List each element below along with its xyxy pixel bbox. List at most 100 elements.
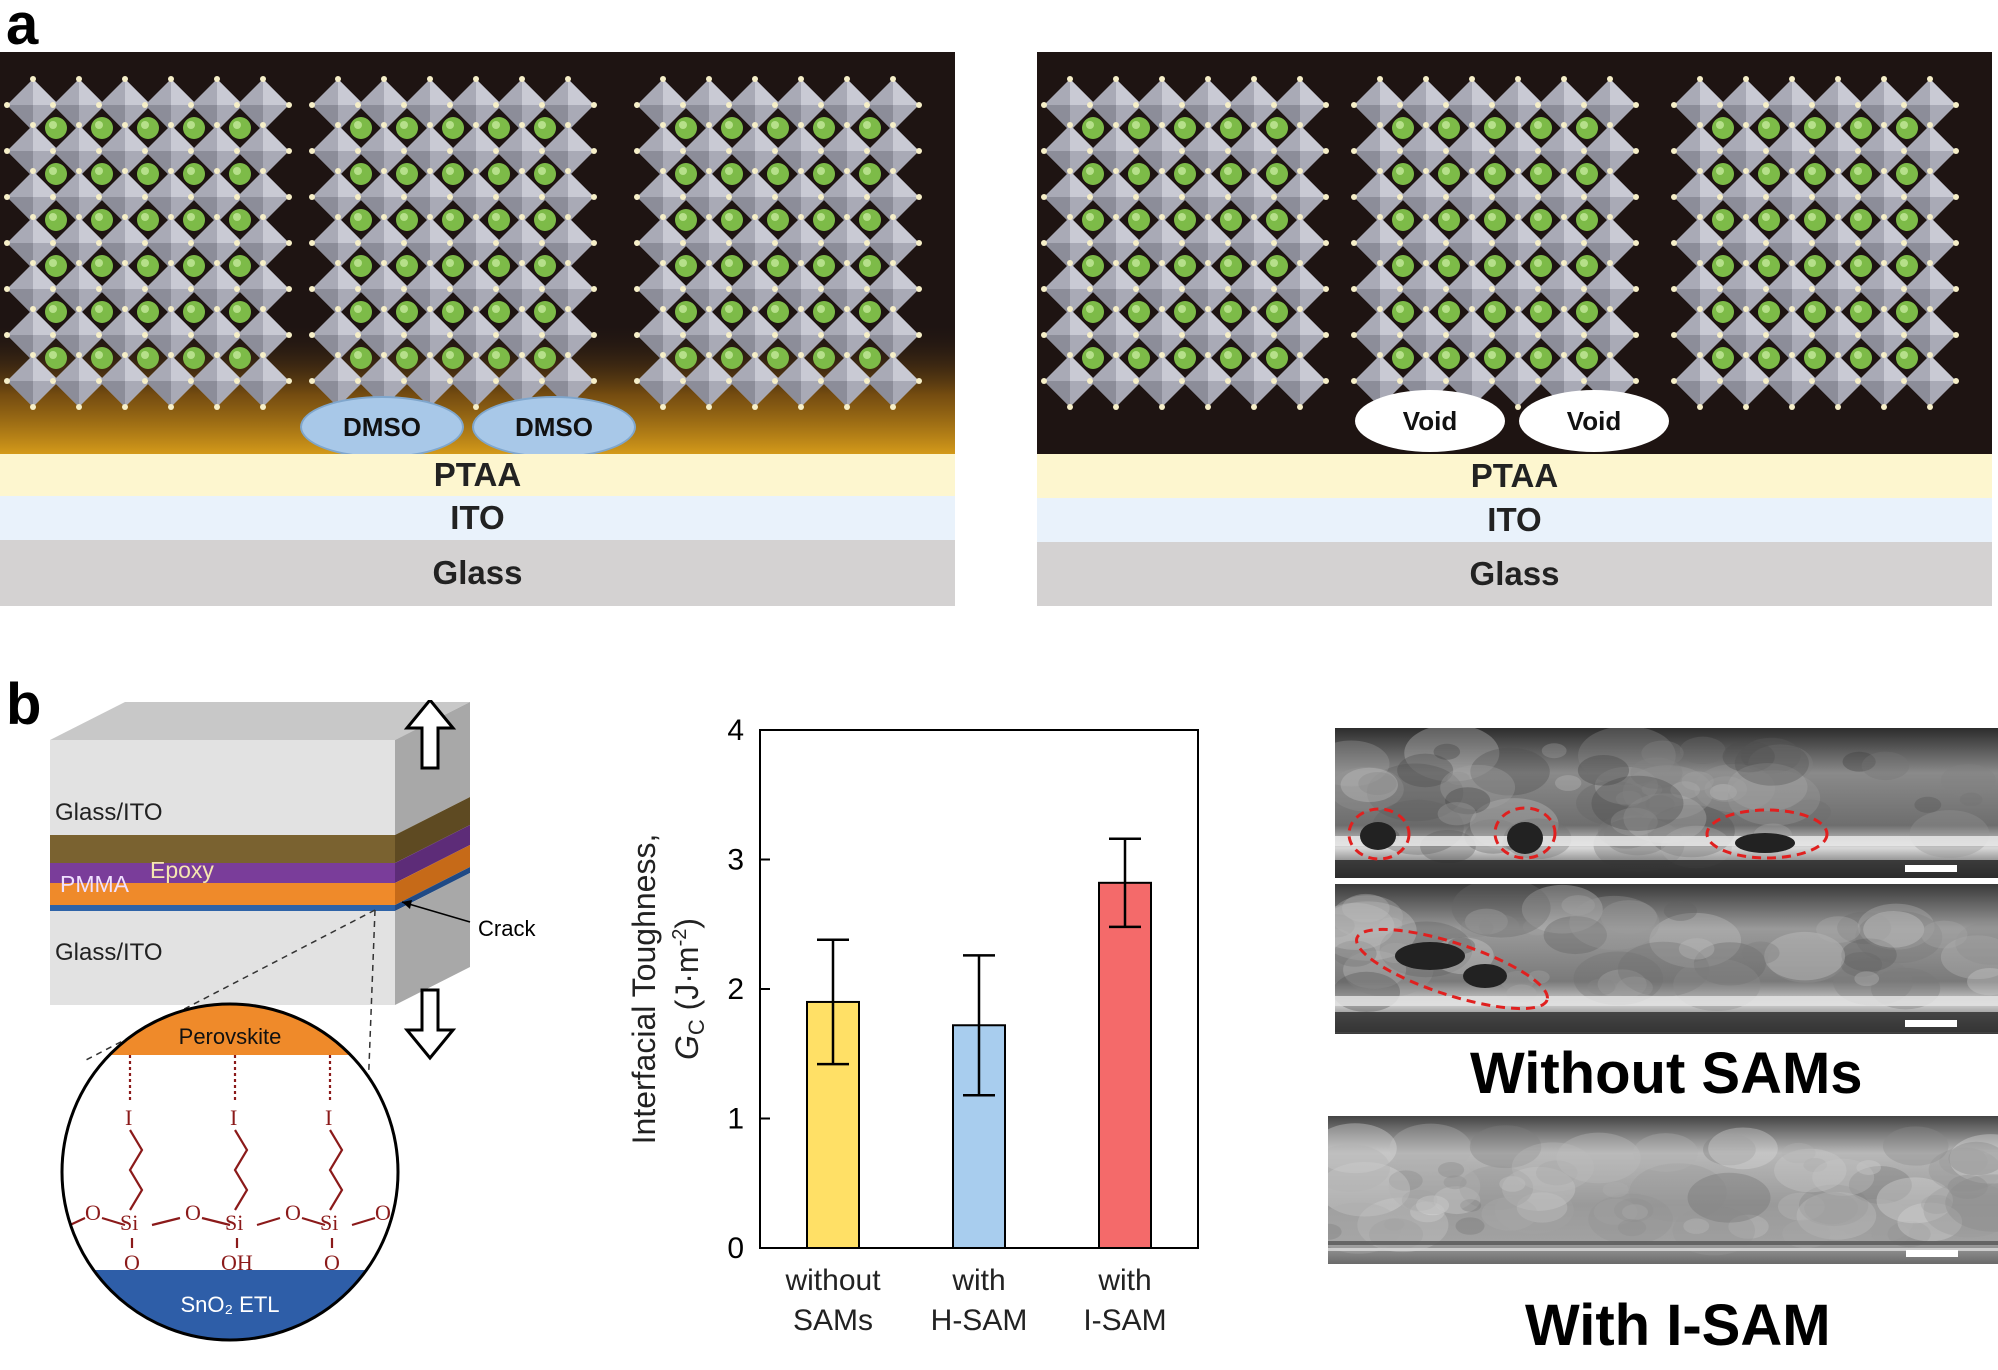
grain <box>1704 776 1748 802</box>
cation-sphere <box>859 301 881 323</box>
grain <box>1774 1148 1847 1193</box>
glass-layer-right: Glass <box>1037 542 1992 606</box>
grain <box>1358 772 1397 796</box>
octahedron <box>96 352 154 410</box>
octahedron <box>1717 352 1775 410</box>
octahedron <box>1581 122 1639 180</box>
grain <box>1328 1144 1391 1192</box>
cation-sphere <box>767 209 789 231</box>
void-highlight-ring <box>1493 806 1557 860</box>
grain <box>1796 1191 1877 1240</box>
cation-sphere <box>767 255 789 277</box>
grain <box>1535 1160 1578 1186</box>
octahedron <box>726 168 784 226</box>
cation-sphere <box>1082 209 1104 231</box>
grain <box>1949 1134 1998 1184</box>
octahedron <box>401 260 459 318</box>
cation-sphere <box>813 347 835 369</box>
octahedron <box>1901 168 1959 226</box>
octahedron <box>1179 122 1237 180</box>
toughness-bar-chart: 01234withoutSAMswithH-SAMwithI-SAMInterf… <box>626 714 1199 1337</box>
octahedron <box>1581 76 1639 134</box>
octahedron <box>634 122 692 180</box>
octahedron <box>1671 214 1729 272</box>
cation-sphere <box>1530 347 1552 369</box>
cation-sphere <box>1804 347 1826 369</box>
grain <box>1615 790 1642 807</box>
grain <box>1594 766 1659 805</box>
y-tick-label: 4 <box>727 714 744 747</box>
grain <box>1388 1170 1423 1191</box>
octahedron <box>355 122 413 180</box>
cation-sphere <box>675 255 697 277</box>
cation-sphere <box>721 209 743 231</box>
x-category-label: without <box>784 1264 881 1297</box>
interface-band <box>1335 860 1998 878</box>
octahedron <box>1133 76 1191 134</box>
dcb-schematic: Glass/ITO Epoxy PMMA Glass/ITO Crack Per… <box>50 700 536 1342</box>
grain <box>1693 942 1766 986</box>
cation-sphere <box>137 347 159 369</box>
octahedron <box>1535 306 1593 364</box>
octahedron <box>1855 168 1913 226</box>
grain <box>1340 767 1398 803</box>
grain <box>1342 950 1407 989</box>
grain <box>1410 1201 1445 1223</box>
octahedron <box>1489 76 1547 134</box>
octahedron <box>1901 214 1959 272</box>
octahedron <box>680 76 738 134</box>
grain <box>1621 1204 1648 1220</box>
cation-sphere <box>813 117 835 139</box>
grain <box>1777 1192 1825 1221</box>
cation-sphere <box>1082 347 1104 369</box>
grain <box>1499 1176 1526 1192</box>
svg-text:O: O <box>85 1200 101 1225</box>
octahedron <box>188 352 246 410</box>
grain <box>1379 917 1403 932</box>
grain <box>1600 900 1658 934</box>
cation-sphere <box>1896 117 1918 139</box>
svg-text:Si: Si <box>320 1210 338 1235</box>
octahedron <box>772 306 830 364</box>
interface-band <box>1328 1241 1998 1245</box>
grain <box>1443 1175 1467 1190</box>
grain <box>1500 971 1535 992</box>
octahedron <box>1087 352 1145 410</box>
cation-sphere <box>229 347 251 369</box>
void-region <box>1507 822 1543 854</box>
cation-sphere <box>1128 117 1150 139</box>
grain <box>1767 936 1845 983</box>
cation-sphere <box>91 209 113 231</box>
octahedron <box>1809 168 1867 226</box>
octahedron <box>96 260 154 318</box>
octahedron <box>493 122 551 180</box>
error-bar <box>1109 837 1141 929</box>
octahedron <box>818 122 876 180</box>
pmma-layer <box>50 863 395 883</box>
cation-sphere <box>1758 301 1780 323</box>
grain <box>1543 916 1607 955</box>
grain <box>1617 1219 1647 1237</box>
octahedron <box>864 214 922 272</box>
grain <box>1561 895 1595 916</box>
grain <box>1641 783 1663 796</box>
octahedron <box>1351 214 1409 272</box>
grain <box>1633 1133 1698 1173</box>
grain <box>1445 787 1491 815</box>
perovskite-crystal-right: Void Void <box>1037 52 1992 454</box>
y-axis-label-line1: Interfacial Toughness, <box>626 834 662 1145</box>
cation-sphere <box>1392 255 1414 277</box>
perovskite-layer <box>50 883 395 905</box>
cation-sphere <box>1896 163 1918 185</box>
void-region <box>1360 822 1396 850</box>
cation-sphere <box>1530 209 1552 231</box>
cation-sphere <box>229 301 251 323</box>
panel-b-label: b <box>6 672 42 737</box>
cation-sphere <box>1850 209 1872 231</box>
grain <box>1947 1174 1988 1199</box>
cation-sphere <box>534 163 556 185</box>
cation-sphere <box>721 163 743 185</box>
grain <box>1573 951 1664 1006</box>
cation-sphere <box>1220 301 1242 323</box>
svg-text:Si: Si <box>225 1210 243 1235</box>
